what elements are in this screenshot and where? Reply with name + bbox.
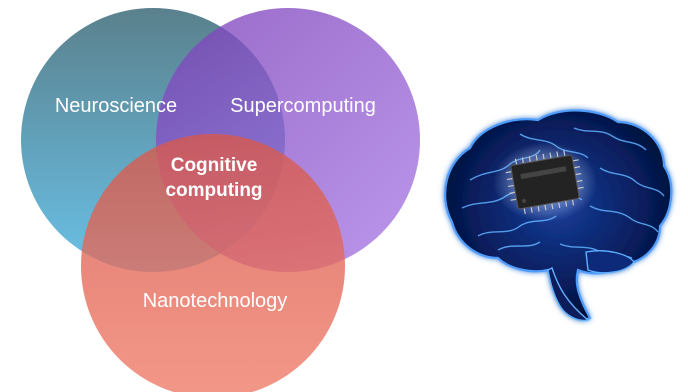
label-nanotechnology: Nanotechnology <box>143 290 288 312</box>
venn-circle-nanotechnology <box>81 134 345 392</box>
brain-cerebellum <box>585 250 635 274</box>
label-neuroscience: Neuroscience <box>55 95 177 117</box>
brain-stem <box>547 267 590 322</box>
label-cognitive: Cognitive <box>171 155 258 176</box>
venn-diagram: Neuroscience Supercomputing Nanotechnolo… <box>21 8 420 392</box>
label-supercomputing: Supercomputing <box>230 95 376 117</box>
microchip-icon <box>505 150 584 215</box>
label-computing: computing <box>165 180 262 201</box>
